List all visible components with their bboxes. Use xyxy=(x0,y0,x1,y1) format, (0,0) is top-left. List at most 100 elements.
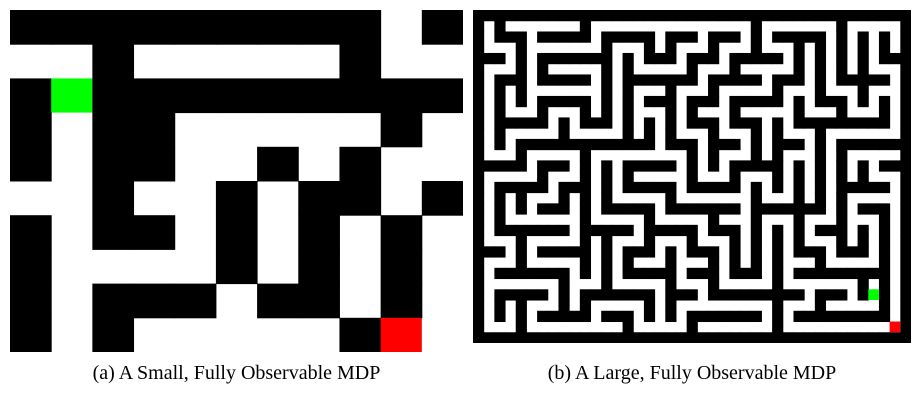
maze-wall-cell xyxy=(579,192,592,204)
maze-wall-cell xyxy=(857,235,869,247)
maze-wall-cell xyxy=(708,74,720,86)
maze-wall-cell xyxy=(473,52,485,65)
maze-wall-cell xyxy=(868,117,880,129)
maze-wall-cell xyxy=(421,181,463,216)
maze-wall-cell xyxy=(825,117,837,129)
maze-wall-cell xyxy=(215,181,258,216)
maze-wall-cell xyxy=(782,289,794,301)
maze-wall-cell xyxy=(708,128,720,140)
maze-wall-cell xyxy=(473,321,485,333)
maze-wall-cell xyxy=(878,278,891,290)
maze-wall-cell xyxy=(761,10,773,22)
maze-wall-cell xyxy=(772,95,784,108)
maze-wall-cell xyxy=(825,332,837,343)
maze-wall-cell xyxy=(92,10,135,45)
maze-wall-cell xyxy=(665,289,677,301)
maze-wall-cell xyxy=(846,246,859,258)
maze-wall-cell xyxy=(878,181,891,194)
maze-wall-cell xyxy=(857,52,869,65)
maze-wall-cell xyxy=(772,31,784,43)
maze-wall-cell xyxy=(836,149,848,161)
maze-wall-cell xyxy=(643,203,656,215)
maze-wall-cell xyxy=(601,52,613,65)
maze-wall-cell xyxy=(708,10,720,22)
maze-wall-cell xyxy=(740,267,752,280)
maze-wall-cell xyxy=(889,138,901,151)
maze-wall-cell xyxy=(494,192,506,204)
maze-wall-cell xyxy=(729,267,741,280)
maze-wall-cell xyxy=(611,289,624,301)
maze-wall-cell xyxy=(793,192,805,204)
maze-wall-cell xyxy=(761,95,773,108)
maze-wall-cell xyxy=(622,106,634,118)
maze-wall-cell xyxy=(515,149,527,161)
maze-wall-cell xyxy=(825,95,837,108)
maze-wall-cell xyxy=(836,235,848,247)
maze-wall-cell xyxy=(601,224,613,237)
maze-wall-cell xyxy=(793,138,805,151)
maze-wall-cell xyxy=(622,95,634,108)
maze-wall-cell xyxy=(718,138,730,151)
maze-wall-cell xyxy=(697,181,709,194)
maze-wall-cell xyxy=(483,10,495,22)
maze-wall-cell xyxy=(900,85,911,97)
maze-wall-cell xyxy=(611,10,624,22)
maze-wall-cell xyxy=(643,181,656,194)
maze-wall-cell xyxy=(515,267,527,280)
maze-wall-cell xyxy=(772,85,784,97)
maze-wall-cell xyxy=(761,52,773,65)
maze-wall-cell xyxy=(92,78,135,114)
maze-wall-cell xyxy=(793,246,805,258)
maze-wall-cell xyxy=(836,106,848,118)
maze-wall-cell xyxy=(900,74,911,86)
maze-wall-cell xyxy=(558,300,570,312)
maze-wall-cell xyxy=(579,171,592,183)
maze-wall-cell xyxy=(339,181,382,216)
maze-wall-cell xyxy=(750,117,762,129)
maze-wall-cell xyxy=(380,78,423,114)
maze-wall-cell xyxy=(665,128,677,140)
maze-wall-cell xyxy=(643,300,656,312)
maze-wall-cell xyxy=(814,171,827,183)
maze-wall-cell xyxy=(643,235,656,247)
maze-wall-cell xyxy=(590,224,602,237)
maze-wall-cell xyxy=(793,74,805,86)
maze-wall-cell xyxy=(473,257,485,269)
maze-wall-cell xyxy=(793,214,805,226)
maze-wall-cell xyxy=(804,246,816,258)
maze-wall-cell xyxy=(836,289,848,301)
maze-wall-cell xyxy=(772,128,784,140)
maze-wall-cell xyxy=(729,246,741,258)
maze-wall-cell xyxy=(697,332,709,343)
maze-wall-cell xyxy=(900,10,911,22)
maze-wall-cell xyxy=(878,300,891,312)
maze-wall-cell xyxy=(473,235,485,247)
maze-wall-cell xyxy=(686,310,698,323)
maze-wall-cell xyxy=(579,74,592,86)
maze-wall-cell xyxy=(601,203,613,215)
maze-wall-cell xyxy=(526,181,538,194)
maze-wall-cell xyxy=(708,332,720,343)
maze-wall-cell xyxy=(686,235,698,247)
maze-wall-cell xyxy=(665,85,677,97)
maze-wall-cell xyxy=(10,283,52,319)
maze-wall-cell xyxy=(772,117,784,129)
maze-wall-cell xyxy=(793,117,805,129)
maze-wall-cell xyxy=(622,171,634,183)
maze-wall-cell xyxy=(772,171,784,183)
maze-wall-cell xyxy=(473,138,485,151)
maze-wall-cell xyxy=(793,95,805,108)
maze-wall-cell xyxy=(878,138,891,151)
maze-wall-cell xyxy=(729,332,741,343)
maze-wall-cell xyxy=(133,146,176,182)
maze-wall-cell xyxy=(590,332,602,343)
maze-wall-cell xyxy=(579,246,592,258)
maze-wall-cell xyxy=(505,31,517,43)
maze-wall-cell xyxy=(889,10,901,22)
maze-wall-cell xyxy=(174,10,217,45)
maze-wall-cell xyxy=(526,138,538,151)
maze-wall-cell xyxy=(633,10,645,22)
maze-wall-cell xyxy=(750,246,762,258)
maze-wall-cell xyxy=(515,74,527,86)
maze-wall-cell xyxy=(804,267,816,280)
